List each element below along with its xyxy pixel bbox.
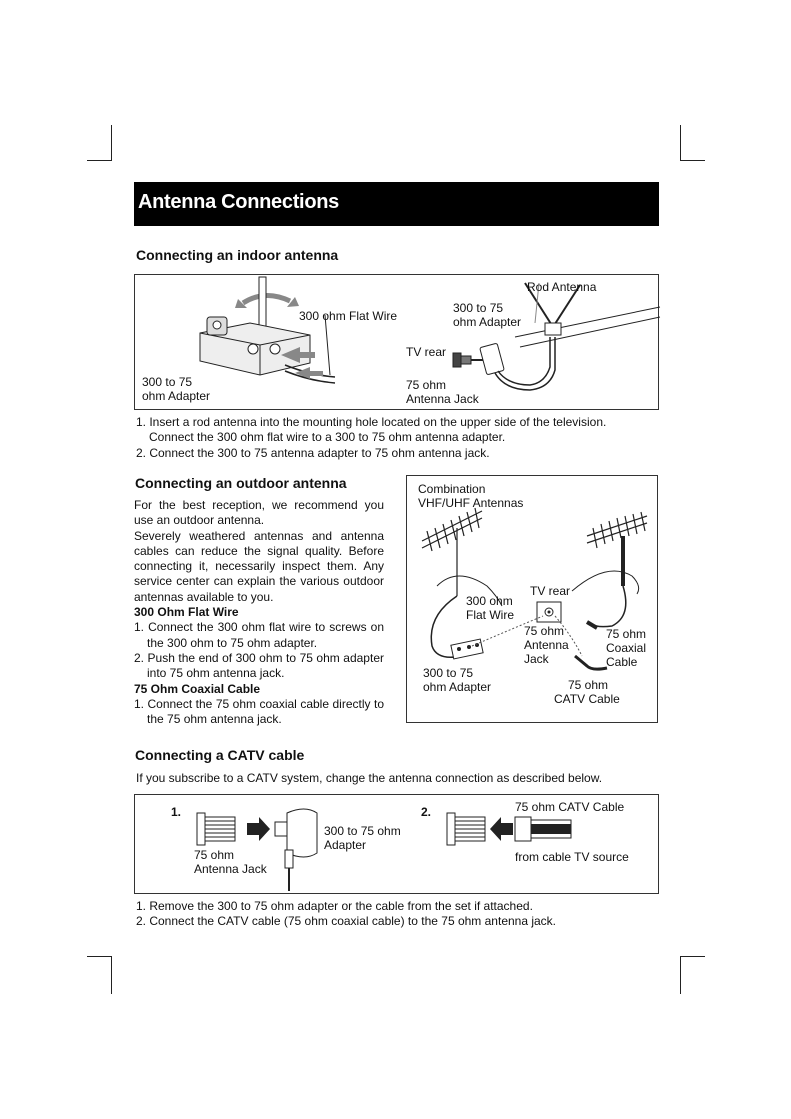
antenna-jack-label-line2: Antenna Jack: [194, 862, 267, 876]
indoor-illustration: [199, 276, 661, 391]
paragraph: Severely weathered antennas and antenna …: [134, 528, 384, 604]
catv-diagram: 1. 2. 300 to 75 ohm Adapter 75 ohm Anten…: [134, 794, 659, 894]
step: 1. Connect the 75 ohm coaxial cable dire…: [134, 696, 384, 727]
catv-cable-label-line1: 75 ohm: [568, 678, 609, 692]
adapter-label-line1: 300 to 75 ohm: [324, 824, 401, 838]
adapter-label-line1: 300 to 75: [453, 301, 504, 315]
crop-mark: [111, 125, 112, 161]
step: 1. Remove the 300 to 75 ohm adapter or t…: [136, 899, 533, 913]
step-1-marker: 1.: [171, 805, 182, 819]
outdoor-illustration: [421, 507, 648, 671]
adapter-label-line2: Adapter: [324, 838, 367, 852]
indoor-steps: 1. Insert a rod antenna into the mountin…: [136, 415, 606, 461]
adapter-label-line1: 300 to 75: [142, 375, 193, 389]
step: 2. Connect the 300 to 75 antenna adapter…: [136, 445, 490, 460]
antenna-jack-label-line3: Jack: [524, 652, 549, 666]
step: 1. Connect the 300 ohm flat wire to scre…: [134, 620, 384, 650]
title-banner: Antenna Connections: [134, 182, 659, 226]
catv-cable-label: 75 ohm CATV Cable: [515, 800, 625, 814]
step: Connect the 300 ohm flat wire to a 300 t…: [149, 430, 506, 445]
crop-mark: [87, 160, 112, 161]
crop-mark: [87, 956, 112, 957]
adapter-label-line1: 300 to 75: [423, 666, 474, 680]
adapter-label-line2: ohm Adapter: [453, 315, 522, 329]
tv-rear-label: TV rear: [406, 345, 447, 359]
step: 2. Connect the CATV cable (75 ohm coaxia…: [136, 914, 557, 929]
adapter-label-line2: ohm Adapter: [423, 680, 492, 694]
tv-rear-label: TV rear: [530, 584, 571, 598]
indoor-heading: Connecting an indoor antenna: [136, 247, 339, 263]
coax-cable-label-line2: Coaxial: [606, 641, 647, 655]
catv-illustration: [196, 808, 572, 891]
step: 2. Push the end of 300 ohm to 75 ohm ada…: [134, 650, 384, 681]
outdoor-diagram: Combination VHF/UHF Antennas TV rear 300…: [406, 475, 658, 723]
crop-mark: [680, 956, 681, 994]
flat-wire-label: 300 ohm Flat Wire: [299, 309, 398, 323]
page-title: Antenna Connections: [138, 191, 339, 213]
crop-mark: [680, 160, 705, 161]
adapter-label-line2: ohm Adapter: [142, 389, 211, 403]
antenna-jack-label-line1: 75 ohm: [524, 624, 565, 638]
crop-mark: [680, 125, 681, 161]
catv-intro: If you subscribe to a CATV system, chang…: [136, 771, 603, 785]
rod-antenna-label: Rod Antenna: [527, 280, 597, 294]
paragraph: For the best reception, we recommend you…: [134, 498, 384, 528]
outdoor-text: For the best reception, we recommend you…: [134, 498, 384, 727]
antenna-jack-label-line1: 75 ohm: [194, 848, 235, 862]
indoor-diagram: Rod Antenna 300 to 75 ohm Adapter 300 oh…: [134, 274, 661, 410]
catv-heading: Connecting a CATV cable: [135, 747, 305, 763]
flat-wire-heading: 300 Ohm Flat Wire: [134, 605, 239, 620]
flat-wire-label-line2: Flat Wire: [466, 608, 514, 622]
coax-cable-label-line1: 75 ohm: [606, 627, 647, 641]
combination-label-line1: Combination: [418, 482, 486, 496]
step: 1. Insert a rod antenna into the mountin…: [136, 415, 607, 429]
antenna-jack-label-line1: 75 ohm: [406, 378, 447, 392]
step-2-marker: 2.: [421, 805, 432, 819]
coax-heading: 75 Ohm Coaxial Cable: [134, 681, 261, 696]
catv-cable-label-line2: CATV Cable: [554, 692, 620, 706]
combination-label-line2: VHF/UHF Antennas: [418, 496, 524, 510]
antenna-jack-label-line2: Antenna Jack: [406, 392, 479, 406]
catv-steps: 1. Remove the 300 to 75 ohm adapter or t…: [136, 899, 556, 930]
flat-wire-label-line1: 300 ohm: [466, 594, 513, 608]
outdoor-heading: Connecting an outdoor antenna: [135, 475, 347, 491]
crop-mark: [680, 956, 705, 957]
coax-cable-label-line3: Cable: [606, 655, 638, 669]
antenna-jack-label-line2: Antenna: [524, 638, 569, 652]
crop-mark: [111, 956, 112, 994]
source-label: from cable TV source: [515, 850, 629, 864]
